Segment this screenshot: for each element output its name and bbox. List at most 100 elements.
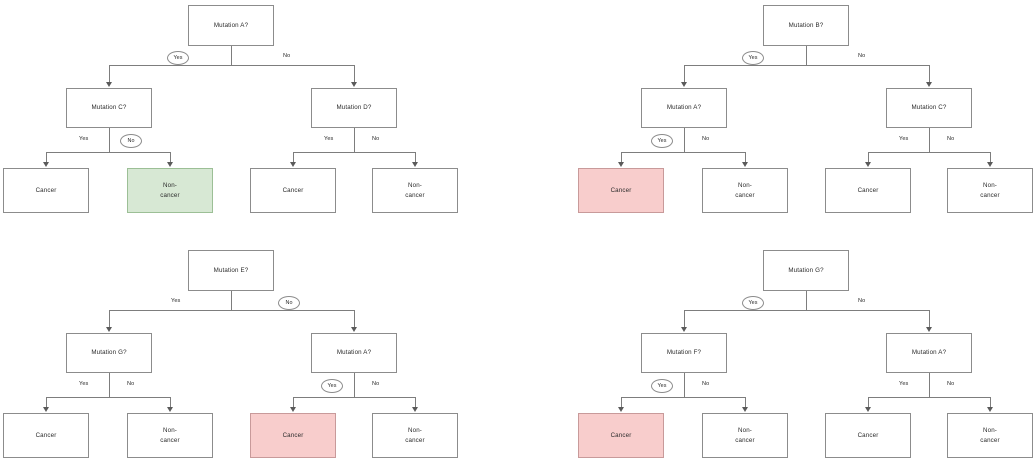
node-label: Cancer — [282, 186, 304, 194]
badge-left-yes[interactable]: Yes — [651, 379, 673, 393]
badge-root-yes[interactable]: Yes — [167, 51, 189, 65]
leaf-node-cancer[interactable]: Cancer — [578, 168, 664, 213]
leaf-node-cancer[interactable]: Cancer — [250, 413, 336, 458]
node-label: Cancer — [35, 186, 57, 194]
edge-right-stem — [354, 128, 355, 152]
node-label: Mutation E? — [213, 266, 249, 274]
arrow-root-right — [926, 82, 932, 87]
edge-root-right-drop — [354, 310, 355, 328]
leaf-node-cancer[interactable]: Cancer — [578, 413, 664, 458]
leaf-node-non-cancer[interactable]: Non-cancer — [127, 413, 213, 458]
edge-left-leaf1-drop — [46, 397, 47, 408]
edge-left-stem — [684, 373, 685, 397]
edge-right-bus — [868, 397, 990, 398]
arrow-root-left — [681, 327, 687, 332]
label-root-no: No — [858, 298, 866, 304]
leaf-node-non-cancer[interactable]: Non-cancer — [372, 168, 458, 213]
node-label-line: cancer — [980, 436, 1000, 444]
edge-right-leaf2-drop — [990, 152, 991, 163]
arrow-left-leaf2 — [742, 407, 748, 412]
arrow-right-leaf1 — [865, 162, 871, 167]
root-node[interactable]: Mutation B? — [763, 5, 849, 46]
label-left-yes: Yes — [79, 381, 89, 387]
edge-right-leaf2-drop — [990, 397, 991, 408]
leaf-node-cancer[interactable]: Cancer — [3, 413, 89, 458]
badge-left-no[interactable]: No — [120, 134, 142, 148]
node-label: Mutation A? — [911, 349, 947, 357]
node-label-line: cancer — [405, 191, 425, 199]
label-right-yes: Yes — [899, 381, 909, 387]
edge-right-leaf2-drop — [415, 397, 416, 408]
arrow-left-leaf2 — [167, 162, 173, 167]
badge-left-yes[interactable]: Yes — [651, 134, 673, 148]
label-root-no: No — [283, 53, 291, 59]
arrow-right-leaf2 — [412, 162, 418, 167]
edge-root-stem — [806, 46, 807, 65]
node-label: Cancer — [857, 186, 879, 194]
edge-right-leaf1-drop — [293, 152, 294, 163]
branch-node-left[interactable]: Mutation F? — [641, 333, 727, 373]
edge-right-stem — [929, 128, 930, 152]
badge-root-yes[interactable]: Yes — [742, 51, 764, 65]
edge-root-left-drop — [109, 310, 110, 328]
leaf-node-non-cancer[interactable]: Non-cancer — [372, 413, 458, 458]
node-label: Mutation A? — [213, 21, 249, 29]
badge-right-yes[interactable]: Yes — [321, 379, 343, 393]
branch-node-left[interactable]: Mutation G? — [66, 333, 152, 373]
edge-right-stem — [354, 373, 355, 397]
arrow-right-leaf1 — [865, 407, 871, 412]
label-root-yes: Yes — [171, 298, 181, 304]
node-label-line: Non- — [162, 181, 177, 189]
arrow-left-leaf2 — [742, 162, 748, 167]
edge-left-stem — [684, 128, 685, 152]
branch-node-left[interactable]: Mutation C? — [66, 88, 152, 128]
node-label-line: cancer — [735, 191, 755, 199]
edge-left-bus — [621, 152, 745, 153]
badge-root-no[interactable]: No — [278, 296, 300, 310]
branch-node-left[interactable]: Mutation A? — [641, 88, 727, 128]
leaf-node-non-cancer[interactable]: Non-cancer — [947, 168, 1033, 213]
root-node[interactable]: Mutation G? — [763, 250, 849, 291]
arrow-right-leaf2 — [987, 162, 993, 167]
badge-root-yes[interactable]: Yes — [742, 296, 764, 310]
label-left-yes: Yes — [79, 136, 89, 142]
leaf-node-cancer[interactable]: Cancer — [3, 168, 89, 213]
node-label: Mutation A? — [666, 104, 702, 112]
leaf-node-cancer[interactable]: Cancer — [825, 413, 911, 458]
node-label-line: Non- — [737, 426, 752, 434]
arrow-left-leaf1 — [43, 407, 49, 412]
arrow-right-leaf2 — [987, 407, 993, 412]
node-label: Mutation B? — [788, 21, 824, 29]
node-label: Mutation A? — [336, 349, 372, 357]
label-right-no: No — [947, 381, 955, 387]
edge-left-stem — [109, 373, 110, 397]
node-label: Non-cancer — [154, 181, 185, 200]
edge-right-leaf1-drop — [293, 397, 294, 408]
node-label: Non-cancer — [974, 181, 1005, 200]
node-label-line: Non- — [982, 181, 997, 189]
node-label: Non-cancer — [154, 426, 185, 445]
edge-right-bus — [293, 152, 415, 153]
node-label: Mutation C? — [911, 104, 947, 112]
leaf-node-non-cancer[interactable]: Non-cancer — [702, 413, 788, 458]
branch-node-right[interactable]: Mutation C? — [886, 88, 972, 128]
label-right-yes: Yes — [899, 136, 909, 142]
root-node[interactable]: Mutation E? — [188, 250, 274, 291]
edge-root-bus — [109, 65, 354, 66]
branch-node-right[interactable]: Mutation D? — [311, 88, 397, 128]
leaf-node-cancer[interactable]: Cancer — [250, 168, 336, 213]
node-label-line: Non- — [162, 426, 177, 434]
leaf-node-cancer[interactable]: Cancer — [825, 168, 911, 213]
branch-node-right[interactable]: Mutation A? — [311, 333, 397, 373]
edge-left-leaf2-drop — [745, 397, 746, 408]
leaf-node-non-cancer[interactable]: Non-cancer — [702, 168, 788, 213]
arrow-left-leaf2 — [167, 407, 173, 412]
branch-node-right[interactable]: Mutation A? — [886, 333, 972, 373]
node-label: Cancer — [35, 431, 57, 439]
node-label-line: Non- — [407, 181, 422, 189]
leaf-node-non-cancer[interactable]: Non-cancer — [127, 168, 213, 213]
leaf-node-non-cancer[interactable]: Non-cancer — [947, 413, 1033, 458]
root-node[interactable]: Mutation A? — [188, 5, 274, 46]
